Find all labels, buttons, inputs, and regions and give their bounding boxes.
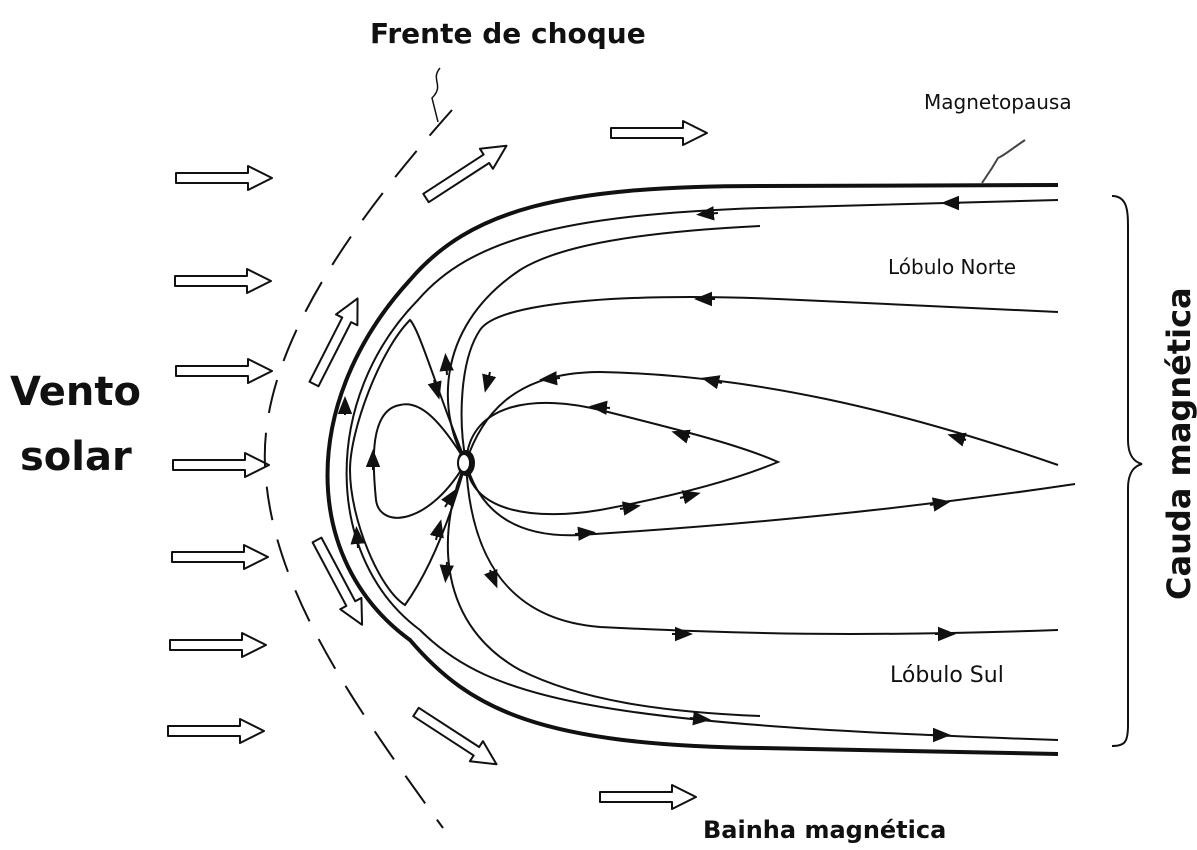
bow-shock-label: Frente de choque <box>370 17 646 50</box>
solar-wind-arrows <box>167 165 273 744</box>
solar-wind-arrow <box>171 544 269 570</box>
solar-wind-arrow <box>172 452 270 478</box>
bow-shock-line <box>263 109 453 829</box>
magnetopause-outer <box>325 183 1059 756</box>
field-lines <box>337 195 1076 743</box>
sheath-flow-arrow <box>610 120 708 146</box>
field-line-boundary-inner <box>345 199 1059 741</box>
solar-wind-arrow <box>175 165 273 191</box>
field-line-dayside-triangle <box>348 318 467 607</box>
earth <box>457 450 475 476</box>
solar-wind-label-line1: Vento <box>10 369 141 415</box>
field-line-north-cusp <box>446 225 761 463</box>
sheath-flow-arrow <box>408 700 505 776</box>
field-line-north-tail <box>465 370 1059 466</box>
sheath-flow-arrow <box>599 784 697 810</box>
solar-wind-arrow <box>167 718 265 744</box>
field-line-south-tail <box>465 461 1076 537</box>
solar-wind-arrow <box>169 632 267 658</box>
field-line-south-cusp <box>446 461 761 717</box>
magnetosheath-label: Bainha magnética <box>703 816 946 844</box>
earth-dayside <box>459 455 469 471</box>
north-lobe-label: Lóbulo Norte <box>888 255 1016 279</box>
magnetopause-leader <box>981 139 1026 184</box>
magnetotail-bracket <box>1111 195 1143 747</box>
magnetopause-boundary <box>325 183 1059 756</box>
sheath-flow-arrow <box>302 292 370 391</box>
magnetopause-label: Magnetopausa <box>924 90 1072 114</box>
south-lobe-label: Lóbulo Sul <box>890 663 1004 688</box>
field-line-south-lobe <box>465 461 1059 635</box>
sheath-flow-arrow <box>418 134 515 210</box>
magnetotail-label: Cauda magnética <box>1160 287 1197 600</box>
solar-wind-label-line2: solar <box>20 434 132 480</box>
bow-shock-leader <box>431 67 441 123</box>
field-line-closed-dayside-loop <box>465 401 781 516</box>
solar-wind-arrow <box>174 268 272 294</box>
solar-wind-arrow <box>175 358 273 384</box>
